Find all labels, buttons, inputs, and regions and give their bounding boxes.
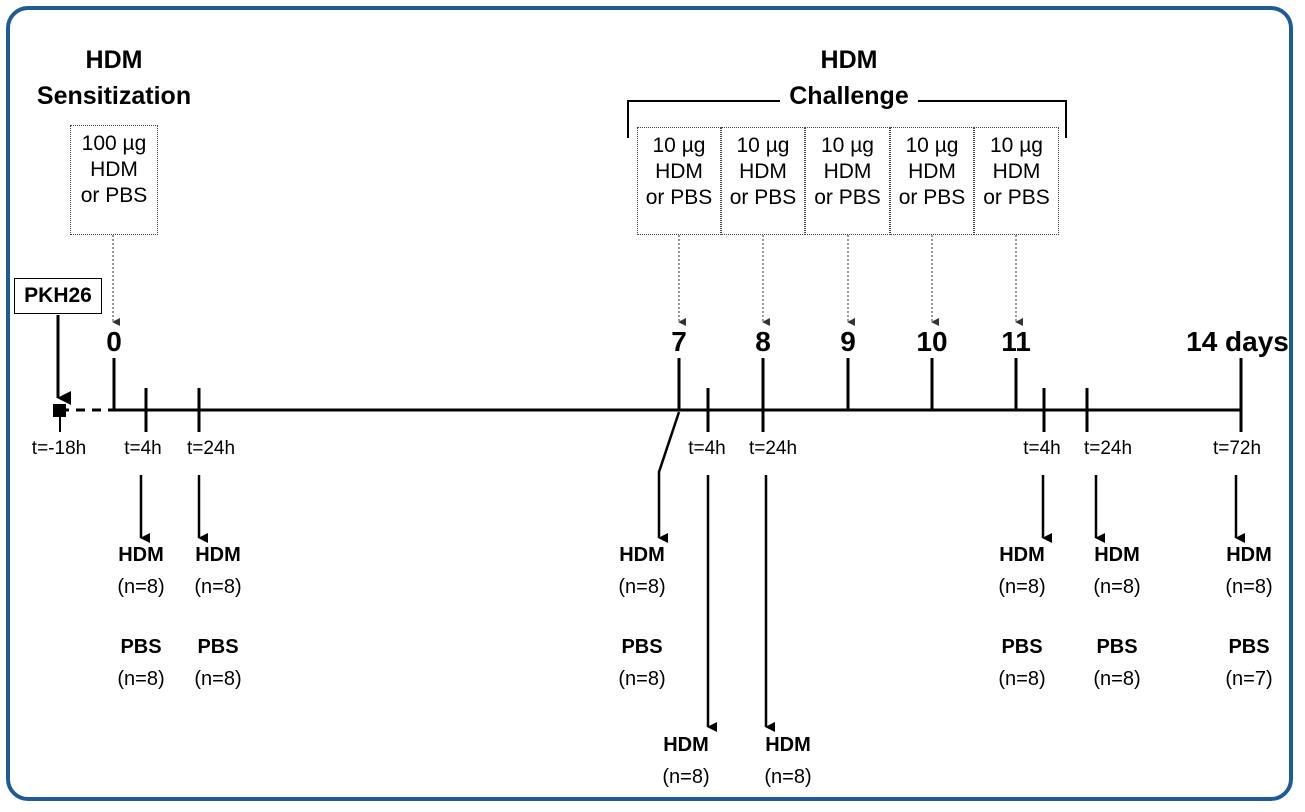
- dose-alt: or PBS: [645, 186, 713, 209]
- dose-agent: HDM: [739, 160, 787, 183]
- group-pbs-n: (n=8): [1093, 668, 1141, 690]
- group-hdm-n: (n=8): [1093, 576, 1141, 598]
- dose-agent: HDM: [823, 160, 872, 183]
- timepoint-s24: t=24h: [186, 438, 236, 459]
- challenge-dose-box: 10 µg HDM or PBS: [805, 127, 890, 235]
- group-hdm-n: (n=8): [194, 576, 242, 598]
- day-label-9: 9: [840, 326, 856, 357]
- group-pbs-n: (n=8): [618, 668, 666, 690]
- group-pbs-label: PBS: [120, 636, 162, 658]
- group-hdm-n: (n=8): [1225, 576, 1273, 598]
- sensitization-heading-line1: HDM: [85, 46, 143, 74]
- sensitization-heading-line2: Sensitization: [36, 82, 192, 110]
- day-label-8: 8: [755, 326, 771, 357]
- dose-agent: HDM: [992, 160, 1041, 183]
- pkh26-injection-marker: [53, 404, 66, 417]
- day-label-10: 10: [916, 326, 948, 357]
- timepoint-s4: t=4h: [124, 438, 162, 459]
- challenge-bracket-right: [918, 100, 1067, 138]
- dose-amount: 10 µg: [652, 134, 706, 157]
- dose-alt: or PBS: [983, 186, 1050, 209]
- group-pbs-n: (n=8): [998, 668, 1046, 690]
- day-label-7: 7: [671, 326, 687, 357]
- dose-amount: 10 µg: [990, 134, 1043, 157]
- timepoint-pre: t=-18h: [31, 438, 87, 459]
- group-pbs-label: PBS: [1228, 636, 1270, 658]
- challenge-dose-box: 10 µg HDM or PBS: [637, 127, 721, 235]
- group-hdm-label: HDM: [619, 544, 665, 566]
- group-hdm-label: HDM: [765, 734, 811, 756]
- day-label-14: 14 days: [1186, 326, 1289, 357]
- dose-alt: or PBS: [729, 186, 797, 209]
- dose-agent: HDM: [908, 160, 956, 183]
- dose-amount: 10 µg: [905, 134, 959, 157]
- group-hdm-n: (n=8): [618, 576, 666, 598]
- group-hdm-label: HDM: [1226, 544, 1272, 566]
- dose-alt: or PBS: [898, 186, 966, 209]
- group-pbs-n: (n=7): [1225, 668, 1273, 690]
- challenge-heading-line2: Challenge: [789, 82, 909, 110]
- dose-amount: 10 µg: [736, 134, 790, 157]
- challenge-bracket-left: [627, 100, 780, 138]
- group-hdm-n: (n=8): [117, 576, 165, 598]
- timepoint-e24: t=24h: [1083, 438, 1133, 459]
- challenge-heading-line1: HDM: [820, 46, 878, 74]
- timepoint-c24: t=24h: [748, 438, 798, 459]
- challenge-dose-box: 10 µg HDM or PBS: [890, 127, 974, 235]
- group-pbs-label: PBS: [197, 636, 239, 658]
- group-pbs-n: (n=8): [194, 668, 242, 690]
- challenge-dose-box: 10 µg HDM or PBS: [974, 127, 1059, 235]
- timepoint-e72: t=72h: [1212, 438, 1262, 459]
- challenge-dose-box: 10 µg HDM or PBS: [721, 127, 805, 235]
- group-hdm-n: (n=8): [764, 766, 812, 788]
- group-pbs-label: PBS: [621, 636, 663, 658]
- timepoint-c4: t=4h: [688, 438, 726, 459]
- group-hdm-label: HDM: [1094, 544, 1140, 566]
- dose-amount: 10 µg: [821, 134, 874, 157]
- group-hdm-n: (n=8): [998, 576, 1046, 598]
- dose-alt: or PBS: [80, 184, 148, 207]
- group-hdm-label: HDM: [663, 734, 709, 756]
- group-pbs-label: PBS: [1001, 636, 1043, 658]
- dose-agent: HDM: [655, 160, 703, 183]
- dose-agent: HDM: [90, 158, 138, 181]
- day-label-0: 0: [106, 326, 122, 357]
- day-label-11: 11: [1001, 326, 1031, 357]
- group-pbs-label: PBS: [1096, 636, 1138, 658]
- group-hdm-n: (n=8): [662, 766, 710, 788]
- dose-amount: 100 µg: [81, 132, 147, 155]
- group-hdm-label: HDM: [999, 544, 1045, 566]
- pkh26-label-box: PKH26: [14, 278, 102, 314]
- group-pbs-n: (n=8): [117, 668, 165, 690]
- timepoint-e4: t=4h: [1023, 438, 1061, 459]
- sample-arrow-day7: [657, 411, 681, 543]
- dose-alt: or PBS: [814, 186, 881, 209]
- group-hdm-label: HDM: [118, 544, 164, 566]
- sensitization-dose-box: 100 µg HDM or PBS: [70, 125, 158, 235]
- group-hdm-label: HDM: [195, 544, 241, 566]
